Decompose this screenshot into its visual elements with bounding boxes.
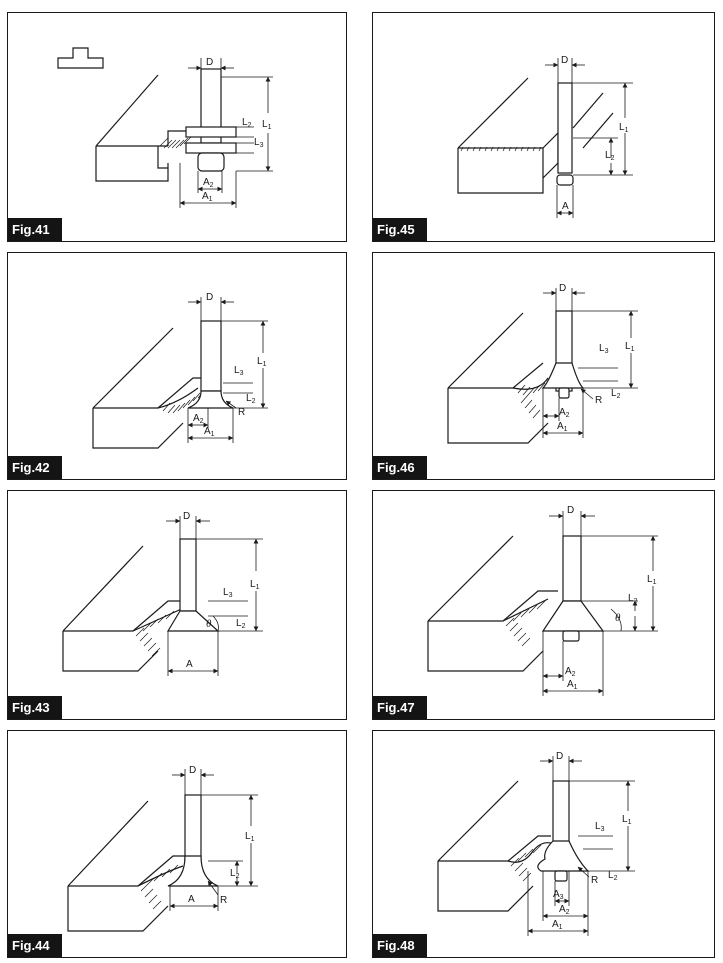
fig44-L2: L2 [230, 868, 240, 880]
hatched-slot [157, 135, 193, 169]
fig43-theta: θ [206, 618, 212, 630]
fig48-L2: L2 [608, 870, 618, 882]
fig48-A3: A3 [553, 889, 564, 901]
figure-42-panel: D L1 L3 L2 R A2 A1 Fig.42 [7, 252, 347, 480]
fig41-A2: A2 [203, 177, 214, 189]
fig48-D: D [556, 751, 563, 762]
figure-45-label: Fig.45 [373, 218, 427, 241]
fig45-L1: L1 [619, 122, 629, 134]
fig46-A2: A2 [559, 407, 570, 419]
figure-43-drawing: D L1 L3 L2 θ A [62, 511, 263, 676]
fig47-A1: A1 [567, 679, 578, 691]
figure-43-panel: D L1 L3 L2 θ A Fig.43 [7, 490, 347, 720]
fig42-A2: A2 [193, 413, 204, 425]
fig48-A1: A1 [552, 919, 563, 931]
figure-44-drawing: D L1 L2 R A [67, 765, 258, 932]
fig46-R: R [595, 395, 602, 406]
fig44-L1: L1 [245, 831, 255, 843]
hatched-v-groove [132, 605, 189, 657]
fig45-L2: L2 [605, 150, 615, 162]
fig46-D: D [559, 283, 566, 294]
fig47-L2: L2 [628, 593, 638, 605]
fig46-A1: A1 [557, 421, 568, 433]
figure-46-drawing: D L1 L3 L2 R A2 A1 [447, 283, 638, 444]
fig48-L3: L3 [595, 821, 605, 833]
fig43-L2: L2 [236, 618, 246, 630]
figure-45-panel: D L1 L2 A Fig.45 [372, 12, 715, 242]
fig46-L1: L1 [625, 341, 635, 353]
figure-46-panel: D L1 L3 L2 R A2 A1 Fig.46 [372, 252, 715, 480]
figure-47-drawing: D L1 L2 θ A2 A1 [427, 505, 658, 696]
figure-46-label: Fig.46 [373, 456, 427, 479]
fig48-L1: L1 [622, 814, 632, 826]
fig42-A1: A1 [204, 426, 215, 438]
hatched-chamfer [502, 598, 549, 647]
figure-42-label: Fig.42 [8, 456, 62, 479]
fig41-L3: L3 [254, 137, 264, 149]
fig41-L2: L2 [242, 117, 252, 129]
fig42-L3: L3 [234, 365, 244, 377]
fig48-R: R [591, 875, 598, 886]
fig43-A: A [186, 659, 193, 670]
fig48-A2: A2 [559, 904, 570, 916]
figure-47-label: Fig.47 [373, 696, 427, 719]
hatched-roman-ogee [507, 842, 552, 882]
figure-48-label: Fig.48 [373, 934, 427, 957]
figure-45-drawing: D L1 L2 A [457, 55, 633, 218]
fig46-L3: L3 [599, 343, 609, 355]
fig44-R: R [220, 895, 227, 906]
hatched-cove [137, 864, 184, 910]
fig41-D: D [206, 57, 213, 68]
fig47-A2: A2 [565, 666, 576, 678]
fig45-A: A [562, 201, 569, 212]
figure-41-panel: D L1 L2 L3 A2 A1 Fig.41 [7, 12, 347, 242]
fig47-D: D [567, 505, 574, 516]
figure-41-drawing: D L1 L2 L3 A2 A1 [57, 47, 273, 208]
figure-48-panel: D L1 L3 L2 R A3 A2 A1 Fig.48 [372, 730, 715, 958]
figure-47-panel: D L1 L2 θ A2 A1 Fig.47 [372, 490, 715, 720]
fig42-D: D [206, 292, 213, 303]
figure-48-drawing: D L1 L3 L2 R A3 A2 A1 [437, 751, 635, 936]
figure-42-drawing: D L1 L3 L2 R A2 A1 [92, 292, 268, 449]
fig44-D: D [189, 765, 196, 776]
figure-44-label: Fig.44 [8, 934, 62, 957]
figure-43-label: Fig.43 [8, 696, 62, 719]
figure-44-panel: D L1 L2 R A Fig.44 [7, 730, 347, 958]
hatched-cove [157, 387, 206, 414]
fig47-theta: θ [615, 612, 621, 624]
fig42-L1: L1 [257, 356, 267, 368]
fig41-A1: A1 [202, 191, 213, 203]
fig44-A: A [188, 894, 195, 905]
fig41-L1: L1 [262, 119, 272, 131]
fig43-L3: L3 [223, 587, 233, 599]
fig45-D: D [561, 55, 568, 66]
figure-41-label: Fig.41 [8, 218, 62, 241]
t-slot-symbol [57, 47, 104, 69]
fig42-R: R [238, 407, 245, 418]
fig42-L2: L2 [246, 393, 256, 405]
fig46-L2: L2 [611, 388, 621, 400]
fig47-L1: L1 [647, 574, 657, 586]
fig43-L1: L1 [250, 579, 260, 591]
fig43-D: D [183, 511, 190, 522]
